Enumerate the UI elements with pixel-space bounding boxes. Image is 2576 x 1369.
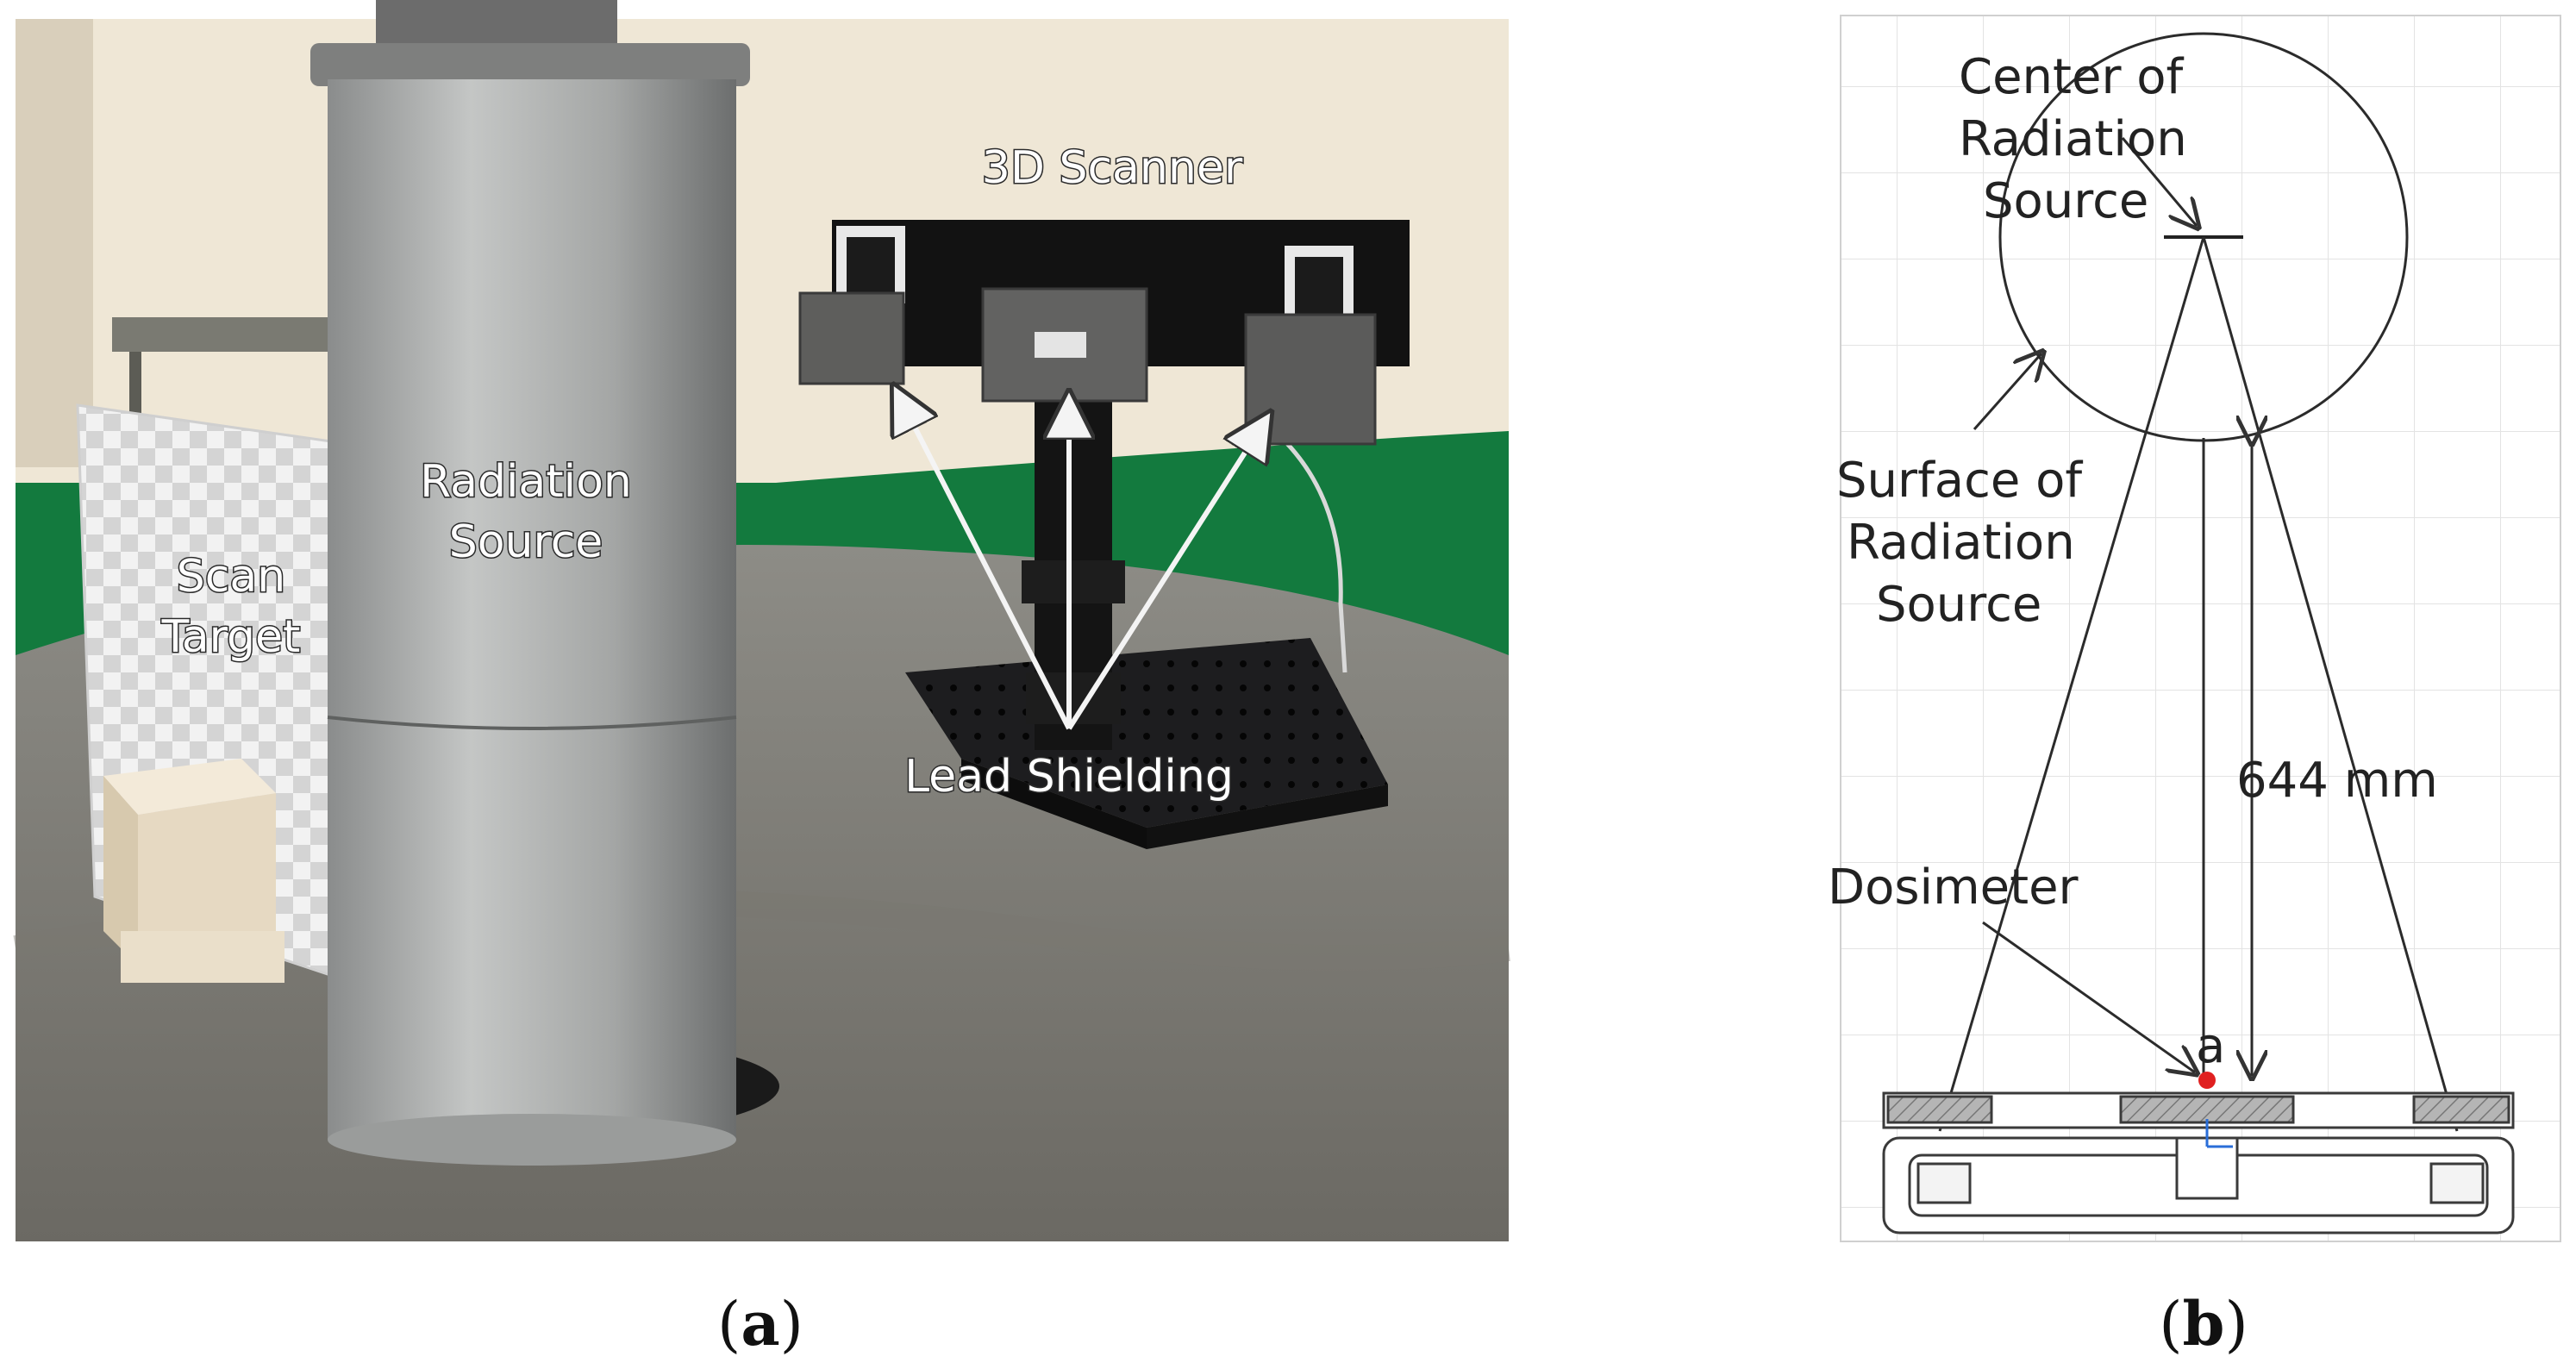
diagram-label-center-line2: Radiation: [1959, 111, 2187, 167]
photo-radiation-source: [310, 0, 779, 1166]
photo-wall-shadow: [16, 19, 93, 467]
photo-label-target-line2: Target: [161, 611, 301, 663]
diagram-label-center-line1: Center of: [1959, 49, 2185, 105]
diagram-dosimeter-leader: [1982, 921, 2195, 1072]
diagram-label-surface-line1: Surface of: [1836, 453, 2083, 509]
caption-a-open: (: [717, 1289, 741, 1360]
diagram-panel: Center of Radiation Source Surface of Ra…: [1828, 15, 2561, 1242]
diagram-label-surface-line3: Source: [1876, 577, 2041, 633]
diagram-surface-leader: [1973, 353, 2041, 430]
photo-panel: 3D Scanner Radiation Source Scan Target …: [13, 0, 1510, 1241]
photo-label-target-line1: Scan: [177, 551, 285, 603]
photo-label-shielding: Lead Shielding: [904, 751, 1234, 803]
diagram-label-center-line3: Source: [1983, 173, 2148, 229]
caption-a-close: ): [780, 1289, 803, 1360]
caption-a: (a): [717, 1288, 803, 1360]
caption-b-close: ): [2224, 1289, 2248, 1360]
photo-label-source-line2: Source: [449, 516, 603, 568]
diagram-label-dosimeter: Dosimeter: [1828, 860, 2079, 916]
caption-b-open: (: [2159, 1289, 2182, 1360]
diagram-label-point: a: [2196, 1018, 2225, 1074]
photo-target-block: [103, 759, 284, 983]
diagram-label-surface-line2: Radiation: [1847, 515, 2075, 571]
diagram-dosimeter-point: [2198, 1072, 2216, 1089]
photo-label-scanner: 3D Scanner: [982, 142, 1243, 194]
diagram-beam-lines: [1938, 236, 2459, 1132]
caption-a-letter: a: [741, 1288, 779, 1360]
diagram-center-leader: [2121, 137, 2197, 226]
caption-b: (b): [2159, 1288, 2248, 1360]
photo-shielding-arrows: [903, 405, 1259, 730]
diagram-label-distance: 644 mm: [2236, 753, 2438, 809]
diagram-base-apparatus: [1882, 1091, 2515, 1235]
photo-label-source-line1: Radiation: [420, 456, 632, 508]
caption-b-letter: b: [2183, 1288, 2225, 1360]
